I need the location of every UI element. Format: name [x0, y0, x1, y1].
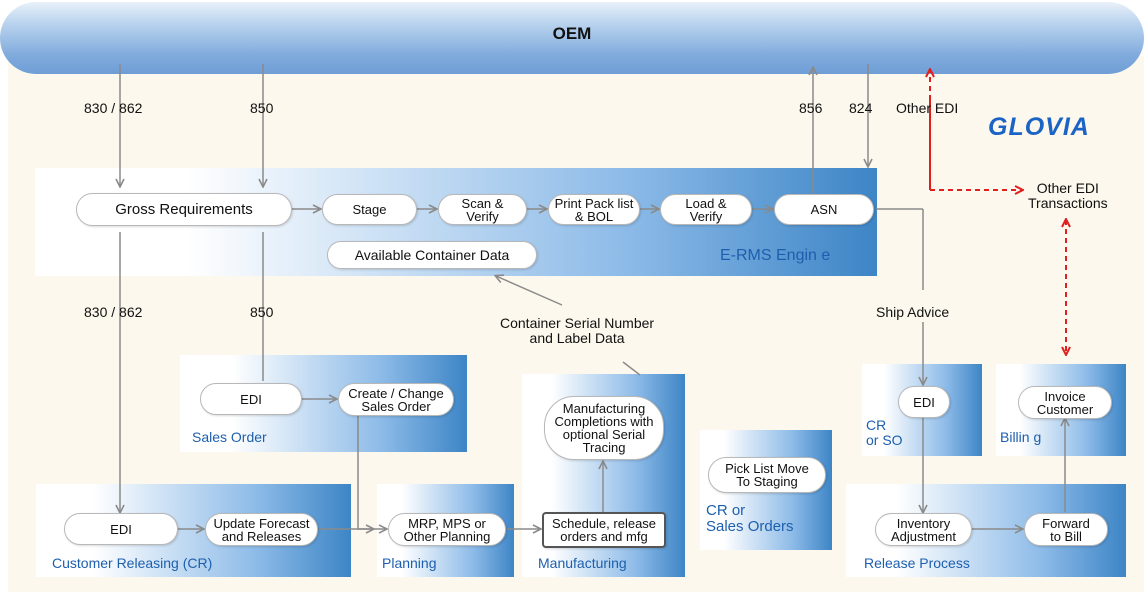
node-print-pack-list[interactable]: Print Pack list & BOL	[548, 194, 640, 225]
panel-label-billing: Billin g	[1000, 429, 1042, 445]
node-create-change-sales-order[interactable]: Create / Change Sales Order	[338, 383, 454, 416]
node-cr-edi[interactable]: EDI	[64, 513, 178, 545]
label-other-edi: Other EDI	[896, 100, 959, 116]
line-create-mrp	[357, 416, 373, 529]
node-available-container-data[interactable]: Available Container Data	[327, 241, 537, 269]
node-forward-to-bill[interactable]: Forward to Bill	[1024, 513, 1108, 546]
label-824: 824	[849, 100, 873, 116]
panel-label-erms: E-RMS Engin e	[720, 247, 831, 264]
label-856: 856	[799, 100, 823, 116]
panel-label-sales-order: Sales Order	[192, 429, 267, 445]
label-other-edi-transactions: Other EDI Transactions	[1028, 180, 1108, 211]
label-ship-advice: Ship Advice	[876, 304, 950, 320]
panel-label-cr-sales-orders: CR or Sales Orders	[706, 502, 794, 535]
label-container-serial: Container Serial Number and Label Data	[500, 315, 655, 346]
node-pick-list-move[interactable]: Pick List Move To Staging	[708, 457, 826, 493]
label-850-top: 850	[250, 100, 274, 116]
line-container-serial	[496, 276, 563, 306]
glovia-logo: GLOVIA	[988, 113, 1090, 141]
panel-label-customer-releasing: Customer Releasing (CR)	[52, 555, 213, 571]
node-inventory-adjustment[interactable]: Inventory Adjustment	[875, 513, 972, 546]
node-gross-requirements[interactable]: Gross Requirements	[76, 193, 292, 226]
oem-banner	[0, 2, 1144, 74]
node-manufacturing-completions[interactable]: Manufacturing Completions with optional …	[544, 396, 664, 460]
red-link-transactions	[929, 100, 1022, 190]
node-load-verify[interactable]: Load & Verify	[660, 194, 752, 225]
panel-label-planning: Planning	[382, 555, 437, 571]
node-update-forecast[interactable]: Update Forecast and Releases	[205, 513, 318, 546]
panel-label-cr-so: CR or SO	[866, 417, 903, 448]
node-invoice-customer[interactable]: Invoice Customer	[1018, 386, 1112, 419]
node-schedule-release[interactable]: Schedule, release orders and mfg	[542, 512, 666, 548]
line-container-serial-drop	[622, 361, 641, 376]
label-830-862-top: 830 / 862	[84, 100, 143, 116]
label-830-862-mid: 830 / 862	[84, 304, 143, 320]
node-so-edi[interactable]: EDI	[200, 383, 302, 415]
node-mrp-planning[interactable]: MRP, MPS or Other Planning	[388, 513, 506, 546]
node-asn[interactable]: ASN	[774, 194, 874, 225]
panel-label-release-process: Release Process	[864, 555, 970, 571]
panel-label-manufacturing: Manufacturing	[538, 555, 627, 571]
label-850-mid: 850	[250, 304, 274, 320]
node-scan-verify[interactable]: Scan & Verify	[438, 194, 527, 225]
node-stage[interactable]: Stage	[322, 194, 417, 225]
node-crso-edi[interactable]: EDI	[898, 386, 950, 418]
oem-title: OEM	[552, 24, 592, 43]
